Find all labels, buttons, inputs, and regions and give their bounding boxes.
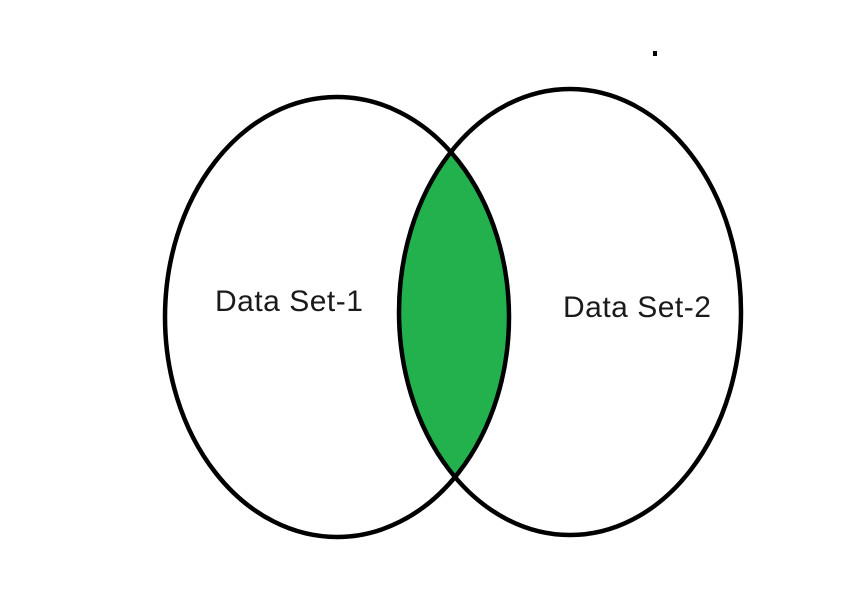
- stray-dot-mark: [653, 51, 657, 56]
- dataset2-label: Data Set-2: [563, 291, 712, 324]
- right-set-ellipse: [396, 86, 744, 538]
- dataset1-label: Data Set-1: [215, 285, 364, 318]
- left-set-ellipse: [162, 94, 512, 540]
